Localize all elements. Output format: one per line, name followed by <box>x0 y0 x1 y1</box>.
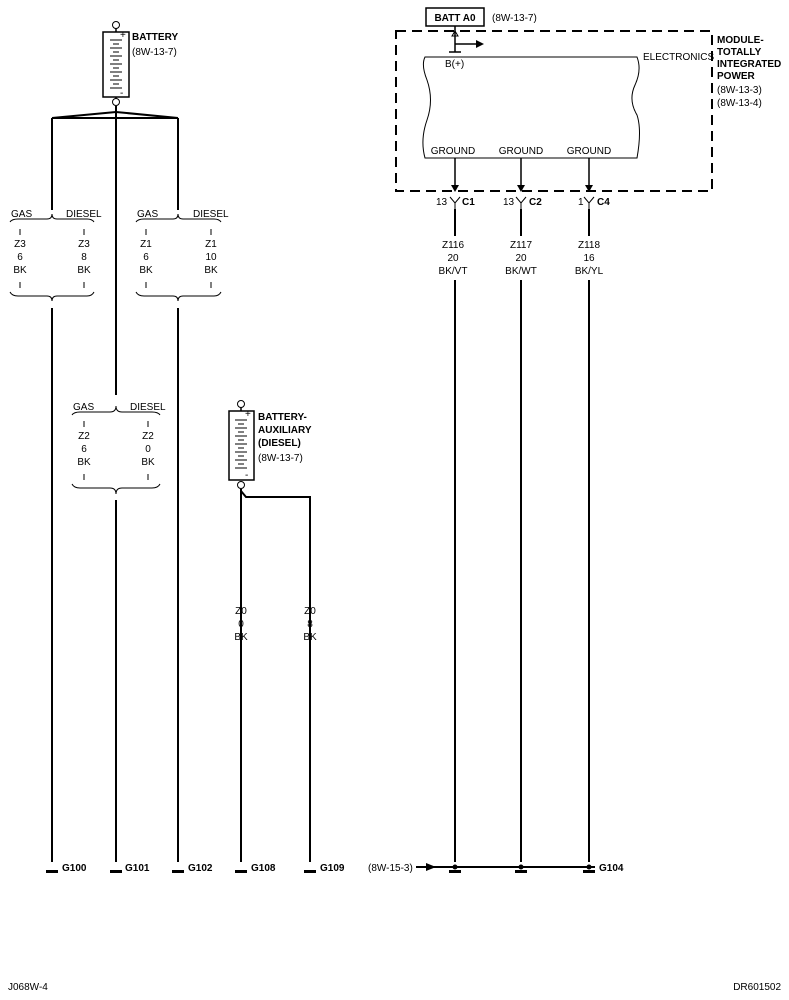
z1-diesel-label: DIESEL <box>193 209 229 220</box>
ground-g104: G104 <box>599 863 624 874</box>
tipm-label-4: POWER <box>717 71 756 82</box>
batt-a0-ref: (8W-13-7) <box>492 13 537 24</box>
svg-text:0: 0 <box>238 619 244 630</box>
g104-ref: (8W-15-3) <box>368 863 413 874</box>
battery-aux-label-3: (DIESEL) <box>258 438 301 449</box>
ground-g108: G108 <box>251 863 276 874</box>
battery-aux-plus-mark: + <box>245 409 251 420</box>
footer-right: DR601502 <box>733 982 781 993</box>
z2-diesel-label: DIESEL <box>130 402 166 413</box>
footer-left: J068W-4 <box>8 982 48 993</box>
tipm-ref-1: (8W-13-3) <box>717 85 762 96</box>
arrow-right-icon <box>476 40 484 48</box>
z3-diesel-label: DIESEL <box>66 209 102 220</box>
svg-text:BK/VT: BK/VT <box>439 266 468 277</box>
battery-plus-mark: + <box>120 30 126 41</box>
z2-diesel-gauge: 0 <box>145 444 151 455</box>
option-group-z1: GAS DIESEL Z1 6 BK Z1 10 BK <box>135 209 229 302</box>
svg-text:BK: BK <box>303 632 317 643</box>
wire-z116-label: Z116 20 BK/VT <box>439 240 468 277</box>
battery-aux-minus-mark: - <box>245 470 248 481</box>
connector-c4: 1 C4 <box>578 196 610 209</box>
electronics-label: ELECTRONICS <box>643 52 714 63</box>
z1-diesel-gauge: 10 <box>205 252 217 263</box>
z3-diesel-gauge: 8 <box>81 252 87 263</box>
z0-wire-b-label: Z0 8 BK <box>303 606 317 643</box>
svg-text:13: 13 <box>436 197 448 208</box>
z3-diesel-color: BK <box>77 265 91 276</box>
wire-z118-label: Z118 16 BK/YL <box>575 240 604 277</box>
svg-text:Z0: Z0 <box>235 606 247 617</box>
option-group-z2: GAS DIESEL Z2 6 BK Z2 0 BK <box>71 402 166 495</box>
svg-text:Z116: Z116 <box>442 240 464 251</box>
option-group-z3: GAS DIESEL Z3 6 BK Z3 8 BK <box>9 209 102 302</box>
ground-g100: G100 <box>62 863 87 874</box>
z2-diesel-color: BK <box>141 457 155 468</box>
svg-text:C2: C2 <box>529 197 542 208</box>
svg-text:20: 20 <box>447 253 459 264</box>
tipm-label-3: INTEGRATED <box>717 59 781 70</box>
ref-arrow-icon <box>426 863 436 871</box>
electronics-block <box>422 56 640 159</box>
ground-g109: G109 <box>320 863 345 874</box>
z1-diesel-circuit: Z1 <box>205 239 217 250</box>
svg-text:BK/WT: BK/WT <box>505 266 537 277</box>
svg-text:16: 16 <box>583 253 595 264</box>
svg-text:13: 13 <box>503 197 515 208</box>
svg-text:1: 1 <box>578 197 584 208</box>
z3-diesel-circuit: Z3 <box>78 239 90 250</box>
bplus-label: B(+) <box>445 59 464 70</box>
svg-text:8: 8 <box>307 619 313 630</box>
z1-diesel-color: BK <box>204 265 218 276</box>
battery-ref: (8W-13-7) <box>132 47 177 58</box>
z2-gas-label: GAS <box>73 402 94 413</box>
z2-gas-color: BK <box>77 457 91 468</box>
ground-label-c4: GROUND <box>567 146 611 157</box>
tipm-label-2: TOTALLY <box>717 47 762 58</box>
ground-g102: G102 <box>188 863 213 874</box>
svg-text:Z118: Z118 <box>578 240 600 251</box>
tipm-label-1: MODULE- <box>717 35 764 46</box>
battery-aux-ref: (8W-13-7) <box>258 453 303 464</box>
z1-gas-color: BK <box>139 265 153 276</box>
wire-z117-label: Z117 20 BK/WT <box>505 240 537 277</box>
z1-gas-label: GAS <box>137 209 158 220</box>
connector-c2: 13 C2 <box>503 196 542 209</box>
ground-icon <box>46 870 595 873</box>
z3-gas-label: GAS <box>11 209 32 220</box>
tipm-ref-2: (8W-13-4) <box>717 98 762 109</box>
battery-minus-mark: - <box>120 88 123 99</box>
battery-aux-label-1: BATTERY- <box>258 412 307 423</box>
tipm-module-outline <box>395 30 713 192</box>
svg-text:Z117: Z117 <box>510 240 532 251</box>
z2-gas-circuit: Z2 <box>78 431 90 442</box>
z3-gas-circuit: Z3 <box>14 239 26 250</box>
battery-label: BATTERY <box>132 32 178 43</box>
z3-gas-gauge: 6 <box>17 252 23 263</box>
svg-text:20: 20 <box>515 253 527 264</box>
battery-aux-label-2: AUXILIARY <box>258 425 312 436</box>
batt-a0-label: BATT A0 <box>434 13 476 24</box>
battery-aux-symbol: + - <box>228 400 255 489</box>
svg-text:BK: BK <box>234 632 248 643</box>
ground-g101: G101 <box>125 863 150 874</box>
svg-text:BK/YL: BK/YL <box>575 266 604 277</box>
z1-gas-circuit: Z1 <box>140 239 152 250</box>
connector-c1: 13 C1 <box>436 196 475 209</box>
svg-text:Z0: Z0 <box>304 606 316 617</box>
ground-label-c1: GROUND <box>431 146 475 157</box>
z2-gas-gauge: 6 <box>81 444 87 455</box>
svg-text:C1: C1 <box>462 197 475 208</box>
z2-diesel-circuit: Z2 <box>142 431 154 442</box>
z0-wire-a-label: Z0 0 BK <box>234 606 248 643</box>
z3-gas-color: BK <box>13 265 27 276</box>
svg-text:C4: C4 <box>597 197 610 208</box>
battery-symbol: + - <box>102 21 130 106</box>
ground-label-c2: GROUND <box>499 146 543 157</box>
z1-gas-gauge: 6 <box>143 252 149 263</box>
